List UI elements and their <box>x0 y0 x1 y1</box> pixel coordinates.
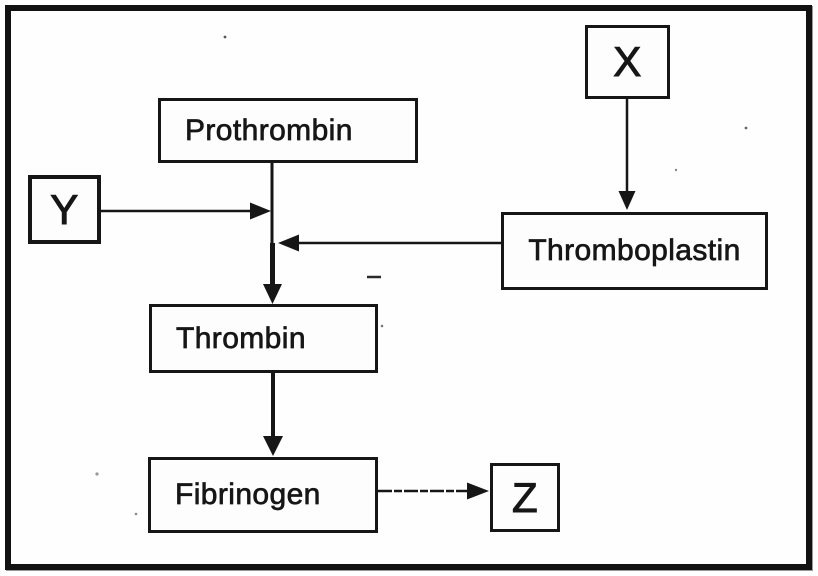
node-prothrombin: Prothrombin <box>158 98 418 163</box>
node-prothrombin-label: Prothrombin <box>185 113 353 147</box>
node-z: Z <box>490 463 560 532</box>
node-thromboplastin: Thromboplastin <box>501 212 768 290</box>
node-thromboplastin-label: Thromboplastin <box>528 234 741 268</box>
node-y: Y <box>28 175 101 244</box>
node-fibrinogen: Fibrinogen <box>148 457 378 533</box>
node-x-label: X <box>613 38 642 86</box>
node-fibrinogen-label: Fibrinogen <box>175 478 321 512</box>
node-thrombin: Thrombin <box>149 304 378 373</box>
node-y-label: Y <box>50 185 79 233</box>
node-z-label: Z <box>511 473 539 521</box>
node-thrombin-label: Thrombin <box>176 321 306 355</box>
node-x: X <box>585 25 670 99</box>
